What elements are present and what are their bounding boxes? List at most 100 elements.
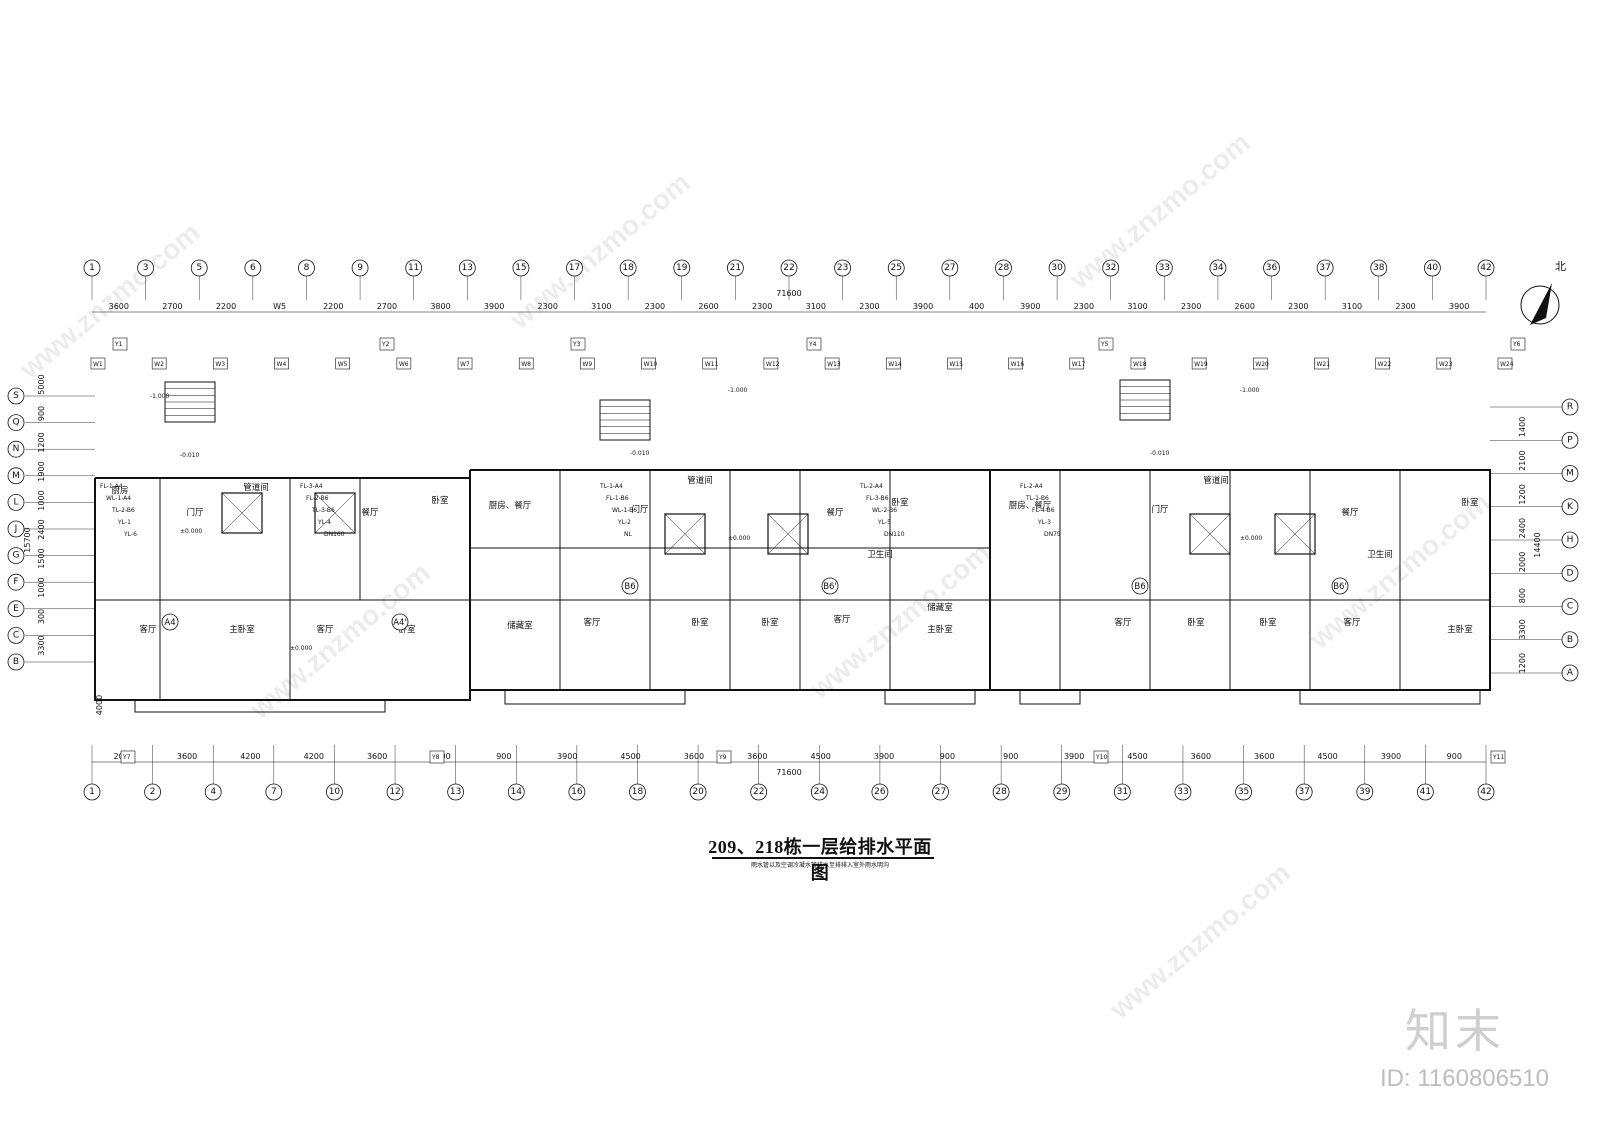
drawing-title: 209、218栋一层给排水平面图 [708,837,932,883]
unit-tag-bubble [1131,577,1149,595]
axis-bubble [458,259,476,277]
room-label: 卧室 [431,495,449,506]
room-label: 主卧室 [229,624,255,635]
axis-letter: A [1567,668,1574,678]
riser-label: TL-2-B6 [111,507,135,514]
north-label: 北 [1555,260,1566,273]
axis-bubble [7,493,25,511]
axis-bubble [1561,598,1579,615]
dimension-value: 2200 [323,302,343,311]
axis-bubble [1416,783,1434,801]
w-tag: W12 [766,361,780,368]
dimension-value: 2400 [37,519,46,539]
axis-bubble [7,414,25,432]
room-label: 主卧室 [927,624,953,635]
room-label: 卧室 [691,617,709,628]
axis-grid [25,276,1562,784]
dimension-value: 2100 [1518,450,1527,470]
dimension-value: 3900 [1064,752,1084,761]
y-tag: Y3 [572,341,581,348]
axis-number: 28 [995,787,1007,797]
dimension-value: 3300 [37,635,46,655]
room-label: 主卧室 [1447,624,1473,635]
axis-bubble [137,259,155,277]
dimension-value: 2600 [1235,302,1255,311]
axis-bubble [1561,531,1579,549]
axis-number: 24 [814,787,826,797]
axis-bubble [204,783,222,801]
axis-number: 40 [1427,263,1439,273]
axis-bubble [351,259,369,277]
dimension-value: 2200 [216,302,236,311]
axis-bubble [1102,259,1120,277]
axis-bubble [1561,431,1579,449]
w-tag: W2 [154,361,164,368]
elevation-mark: -0.010 [180,452,200,459]
axis-bubble [447,783,465,801]
axis-bubble [871,783,889,801]
w-tag: W11 [705,361,719,368]
axis-number: 39 [1359,787,1371,797]
dimension-value: 3900 [484,302,504,311]
w-tag-box [1497,357,1513,370]
balcony [1299,689,1481,705]
axis-bubble [7,653,25,671]
w-tag: W14 [888,361,902,368]
elevator-cross [664,513,706,555]
dimension-value: 2300 [538,302,558,311]
axis-number: 5 [196,263,202,273]
unit-tag-bubble [391,613,409,631]
room-label: 储藏室 [507,620,533,631]
image-id: ID: 1160806510 [1380,1065,1550,1092]
w-tag: W16 [1011,361,1025,368]
riser-label: YL-6 [123,531,137,538]
room-label: 餐厅 [361,508,379,518]
dimension-value: 3600 [747,752,767,761]
w-tag-box [1314,357,1329,370]
axis-number: 1 [89,787,95,797]
w-tag: W15 [949,361,963,368]
riser-label: FL-4-B6 [1032,507,1055,514]
riser-label: FL-3-A4 [300,483,323,490]
elevator-cross [221,492,263,534]
elevator-shaft [221,492,263,534]
unit-tag: A4 [164,618,175,628]
w-tag-box [763,357,779,370]
total-dimension: 71600 [776,768,801,777]
elevator-cross [1274,513,1316,555]
axis-bubble [1561,664,1579,682]
axis-number: 18 [622,263,634,273]
axis-number: 17 [569,263,580,273]
axis-bubble [1174,783,1192,801]
room-label: 客厅 [1343,617,1361,628]
axis-number: 8 [304,263,310,273]
riser-label: TL-1-A4 [599,483,623,490]
dimension-value: 1500 [37,548,46,568]
axis-number: 1 [89,263,95,273]
axis-bubble [7,520,25,538]
w-tag: W19 [1194,361,1208,368]
balcony [504,689,686,705]
axis-bubble [512,259,530,277]
building-walls [94,379,1491,713]
elevator-cross [1189,513,1231,555]
w-tag-box [1130,357,1146,370]
axis-bubble [566,259,583,277]
room-label: 客厅 [583,617,601,628]
unit-tag-bubble [821,577,839,595]
dimension-value: 1900 [37,461,46,481]
balcony [884,689,976,705]
dimension-value: W5 [273,302,286,311]
room-label: 管道间 [687,475,713,486]
axis-bubble [1561,498,1579,516]
axis-number: 34 [1212,263,1224,273]
w-tag: W8 [521,361,531,368]
elevation-mark: -1.000 [150,393,170,400]
unit-tag: A4' [393,618,407,628]
dimension-value: 3900 [1381,752,1401,761]
room-label: 卫生间 [867,549,893,560]
axis-letter: E [13,604,19,614]
room-label: 门厅 [631,504,649,515]
axis-number: 2 [150,787,156,797]
